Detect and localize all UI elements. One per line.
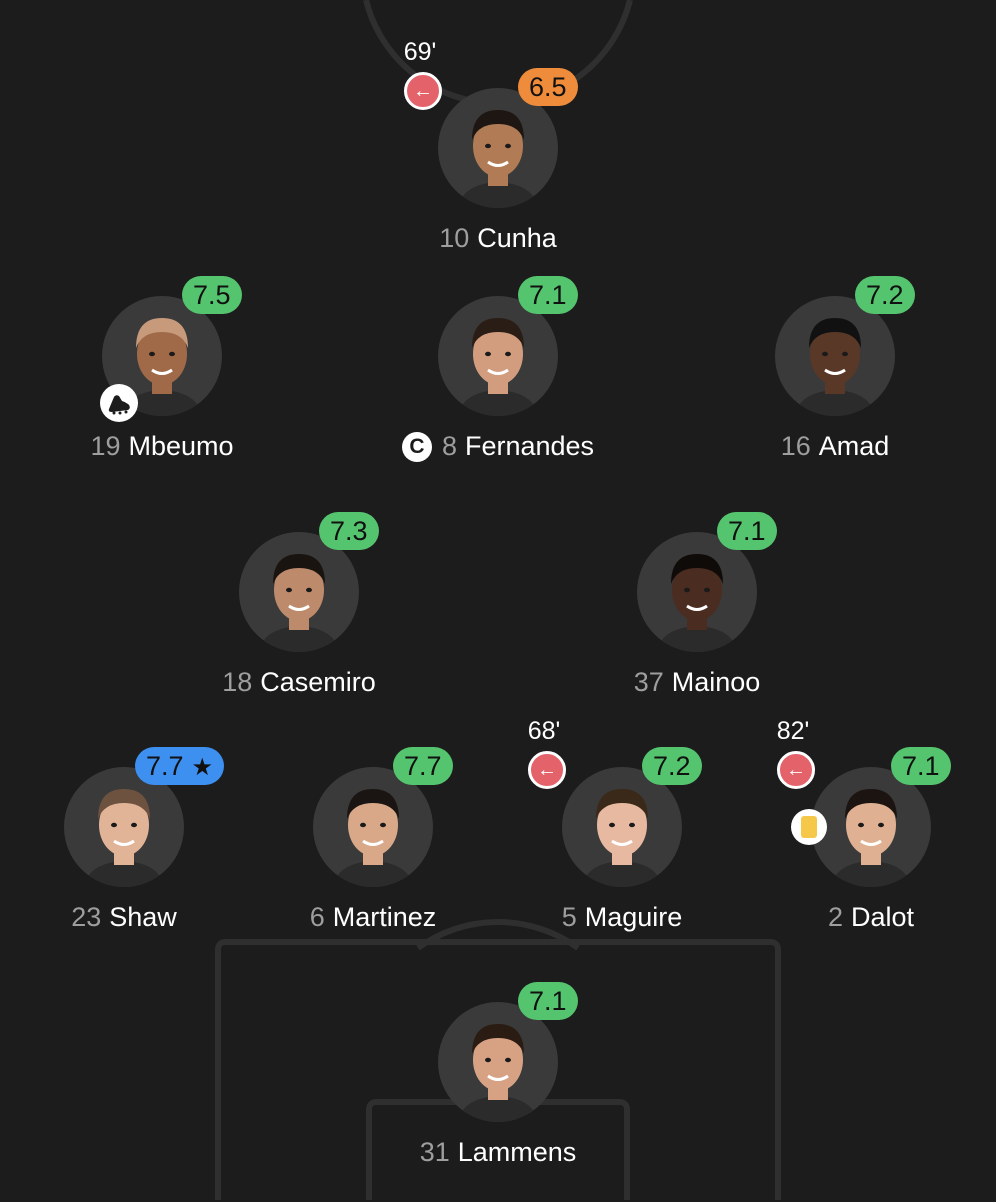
rating-value: 7.7	[404, 751, 442, 781]
rating-badge: 7.1	[717, 512, 777, 550]
substitution-time: 68'	[527, 717, 561, 745]
shirt-number: 18	[222, 667, 253, 697]
shirt-number: 37	[633, 667, 664, 697]
shirt-number: 5	[561, 902, 577, 932]
shirt-number: 6	[309, 902, 325, 932]
star-icon: ★	[191, 754, 214, 781]
player-photo	[64, 767, 184, 887]
shirt-number: 23	[71, 902, 102, 932]
rating-badge: 7.5	[182, 276, 242, 314]
rating-value: 7.1	[529, 986, 567, 1016]
rating-value: 7.7	[146, 751, 184, 781]
shirt-number: 8	[441, 431, 457, 461]
rating-badge: 6.5	[518, 68, 578, 106]
penalty-box	[215, 939, 781, 1200]
player-photo	[562, 767, 682, 887]
rating-badge: 7.1	[891, 747, 951, 785]
shirt-number: 10	[439, 223, 470, 253]
player-photo	[775, 296, 895, 416]
player-name: Fernandes	[464, 431, 595, 461]
substitution-time: 82'	[776, 717, 810, 745]
boot-icon	[100, 384, 138, 422]
player-name: Casemiro	[260, 667, 376, 697]
yellow-card-icon	[791, 809, 827, 845]
penalty-arc	[416, 918, 580, 951]
rating-value: 7.2	[866, 280, 904, 310]
player-name: Mbeumo	[128, 431, 234, 461]
player-photo	[239, 532, 359, 652]
captain-icon: C	[401, 432, 432, 462]
player-photo	[438, 1002, 558, 1122]
substitution-off-icon: ←	[404, 72, 442, 110]
player-name: Maguire	[584, 902, 683, 932]
player-name: Cunha	[477, 223, 557, 253]
rating-value: 6.5	[529, 72, 567, 102]
substitution-time: 69'	[403, 38, 437, 66]
rating-badge: 7.1	[518, 276, 578, 314]
rating-badge: 7.2	[642, 747, 702, 785]
player-photo	[313, 767, 433, 887]
rating-badge: 7.2	[855, 276, 915, 314]
player-photo	[438, 296, 558, 416]
shirt-number: 19	[90, 431, 121, 461]
player-name: Shaw	[109, 902, 177, 932]
player-name: Amad	[818, 431, 890, 461]
substitution-off-icon: ←	[528, 751, 566, 789]
rating-value: 7.1	[529, 280, 567, 310]
rating-value: 7.3	[330, 516, 368, 546]
shirt-number: 31	[419, 1137, 450, 1167]
rating-value: 7.2	[653, 751, 691, 781]
player-name: Dalot	[851, 902, 915, 932]
rating-badge: 7.7 ★	[135, 747, 225, 785]
rating-badge: 7.3	[319, 512, 379, 550]
player-photo	[102, 296, 222, 416]
player-name: Martinez	[332, 902, 437, 932]
shirt-number: 16	[780, 431, 811, 461]
player-photo	[811, 767, 931, 887]
player-photo	[438, 88, 558, 208]
rating-value: 7.1	[728, 516, 766, 546]
player-name: Lammens	[457, 1137, 577, 1167]
rating-badge: 7.1	[518, 982, 578, 1020]
player-name: Mainoo	[671, 667, 761, 697]
shirt-number: 2	[827, 902, 843, 932]
rating-badge: 7.7	[393, 747, 453, 785]
rating-value: 7.1	[902, 751, 940, 781]
player-label: 2 Dalot	[701, 902, 996, 933]
player-dalot[interactable]: 7.1 82' ← 2 Dalot	[741, 717, 996, 967]
rating-value: 7.5	[193, 280, 231, 310]
substitution-off-icon: ←	[777, 751, 815, 789]
player-photo	[637, 532, 757, 652]
